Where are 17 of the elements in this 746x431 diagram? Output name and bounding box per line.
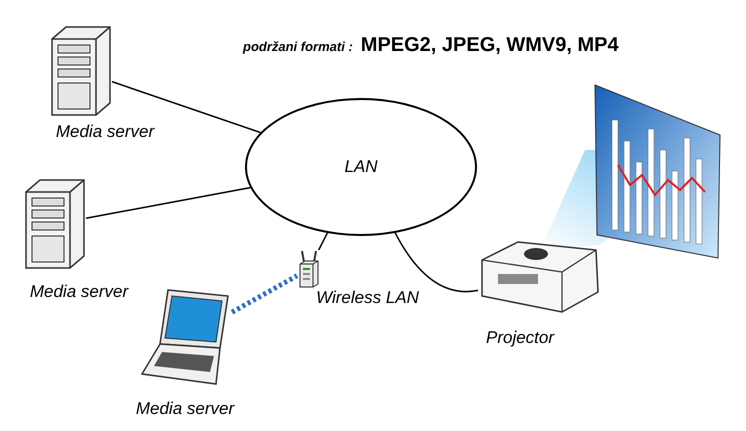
server-picture [50,25,112,117]
server-picture [24,178,86,270]
format-note: MPEG2, JPEG, WMV9, MP4 [360,33,619,58]
format-note: podržani formati : [243,38,353,56]
connector-line [86,186,250,219]
ap-picture [297,250,321,288]
device-caption: Media server [134,398,236,420]
device-caption: Media server [54,121,156,143]
connector-line [318,232,328,250]
device-caption: Media server [28,281,130,303]
connector-line [112,80,261,134]
laptop-picture [140,288,232,388]
node-label: LAN [344,156,378,178]
wireless-link [230,274,298,314]
device-caption: Wireless LAN [315,287,420,309]
connector-line [394,232,478,292]
device-caption: Projector [484,327,556,349]
